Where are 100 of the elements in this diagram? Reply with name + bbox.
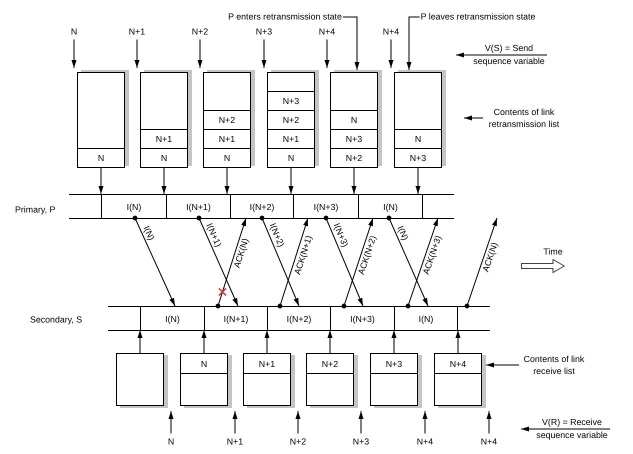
sequence-number: N+3 <box>256 26 272 38</box>
arrow <box>456 330 460 354</box>
buffer-entry: N <box>203 148 251 168</box>
buffer-box <box>243 353 295 408</box>
buffer-box <box>434 353 486 408</box>
frame-box: I(N+1) <box>166 194 231 219</box>
arrow <box>386 216 428 306</box>
buffer-entry: N+1 <box>267 129 315 149</box>
edge-label: I(N) <box>142 224 157 242</box>
arrow <box>162 166 166 194</box>
empty-slot <box>267 72 315 92</box>
sequence-number: N+2 <box>192 26 208 38</box>
buffer-box <box>116 353 168 408</box>
arrow <box>486 362 520 368</box>
arrow <box>288 166 294 194</box>
timeline-label: Primary, P <box>15 204 56 216</box>
arrow <box>392 330 396 354</box>
buffer-entry: N <box>140 148 188 168</box>
buffer-box <box>180 353 232 408</box>
callout-text: P enters retransmission state <box>228 12 342 22</box>
empty-slot <box>306 373 354 406</box>
callout-text: V(R) = Receive sequence variable <box>534 416 610 442</box>
buffer-stack <box>77 70 129 168</box>
arrow <box>296 410 300 434</box>
buffer-entry: N <box>330 110 378 130</box>
buffer-stack <box>330 70 382 168</box>
callout-text: Contents of link retransmission list <box>485 106 563 130</box>
arrow <box>342 16 360 70</box>
arrow <box>456 52 548 58</box>
arrow <box>134 39 140 68</box>
buffer-box <box>306 353 358 408</box>
buffer-stack <box>394 70 446 168</box>
empty-slot <box>180 373 228 406</box>
arrow <box>422 410 428 434</box>
arrow <box>198 39 202 68</box>
timeline-label: Secondary, S <box>30 314 82 326</box>
arrow <box>98 166 104 194</box>
buffer-entry: N+1 <box>140 129 188 149</box>
timeline-band <box>15 194 454 219</box>
arrow <box>486 410 492 434</box>
edge-label: I(N+3) <box>331 221 350 248</box>
arrow <box>216 218 246 308</box>
sequence-number: N+1 <box>128 26 146 38</box>
arrow <box>328 330 332 354</box>
callout-text: Contents of link receive list <box>521 353 587 377</box>
buffer-entry: N+2 <box>330 148 378 168</box>
frame-box: I(N) <box>101 194 167 219</box>
callout-text: P leaves retransmission state <box>420 12 536 22</box>
arrow <box>464 218 498 308</box>
sequence-number: N+3 <box>352 436 370 448</box>
arrow <box>352 166 356 194</box>
frame-box: I(N) <box>394 306 458 331</box>
empty-slot <box>370 373 418 406</box>
frame-box: I(N+3) <box>293 194 359 219</box>
arrow <box>202 330 206 354</box>
edge-label: I(N+2) <box>267 221 286 248</box>
arrow <box>138 330 142 354</box>
arrow <box>342 218 374 308</box>
buffer-entry: N+3 <box>370 353 418 374</box>
frame-box: I(N+1) <box>204 306 268 331</box>
buffer-entry: N+3 <box>330 129 378 149</box>
buffer-stack <box>203 70 255 168</box>
arrow <box>358 410 364 434</box>
frame-box: I(N+2) <box>230 194 294 219</box>
sequence-number: N+4 <box>382 26 400 38</box>
arrow <box>406 16 420 70</box>
arrow <box>264 330 270 354</box>
sequence-number: N+1 <box>226 436 244 448</box>
arrow <box>464 116 484 120</box>
buffer-entry: N+1 <box>243 353 291 374</box>
buffer-entry: N+4 <box>434 353 482 374</box>
buffer-box <box>370 353 422 408</box>
arrow <box>324 216 364 306</box>
arrow <box>72 39 76 68</box>
arrow <box>406 218 438 308</box>
timeline-band <box>30 306 490 331</box>
buffer-entry: N+1 <box>203 129 251 149</box>
frame-box: I(N+2) <box>267 306 331 331</box>
buffer-entry: N <box>267 148 315 168</box>
sequence-number: N <box>168 436 174 448</box>
arrow <box>196 216 238 306</box>
buffer-stack <box>140 70 192 168</box>
frame-box: I(N) <box>140 306 205 331</box>
arrow <box>132 216 176 306</box>
frame-box: I(N+3) <box>330 306 395 331</box>
sequence-number: N+4 <box>318 26 336 38</box>
sequence-number: N+4 <box>416 436 434 448</box>
buffer-entry: N+2 <box>203 110 251 130</box>
buffer-entry: N+2 <box>306 353 354 374</box>
buffer-entry: N+3 <box>267 91 315 111</box>
arrow <box>388 39 394 68</box>
arrow <box>224 166 230 194</box>
arrow <box>278 218 308 308</box>
buffer-entry: N+3 <box>394 148 442 168</box>
buffer-entry: N <box>77 148 125 168</box>
empty-slot <box>330 72 378 111</box>
empty-slot <box>203 72 251 111</box>
sequence-number: N+2 <box>290 436 306 448</box>
direction-label: Time <box>543 246 563 258</box>
callout-text: V(S) = Send sequence variable <box>471 42 547 68</box>
